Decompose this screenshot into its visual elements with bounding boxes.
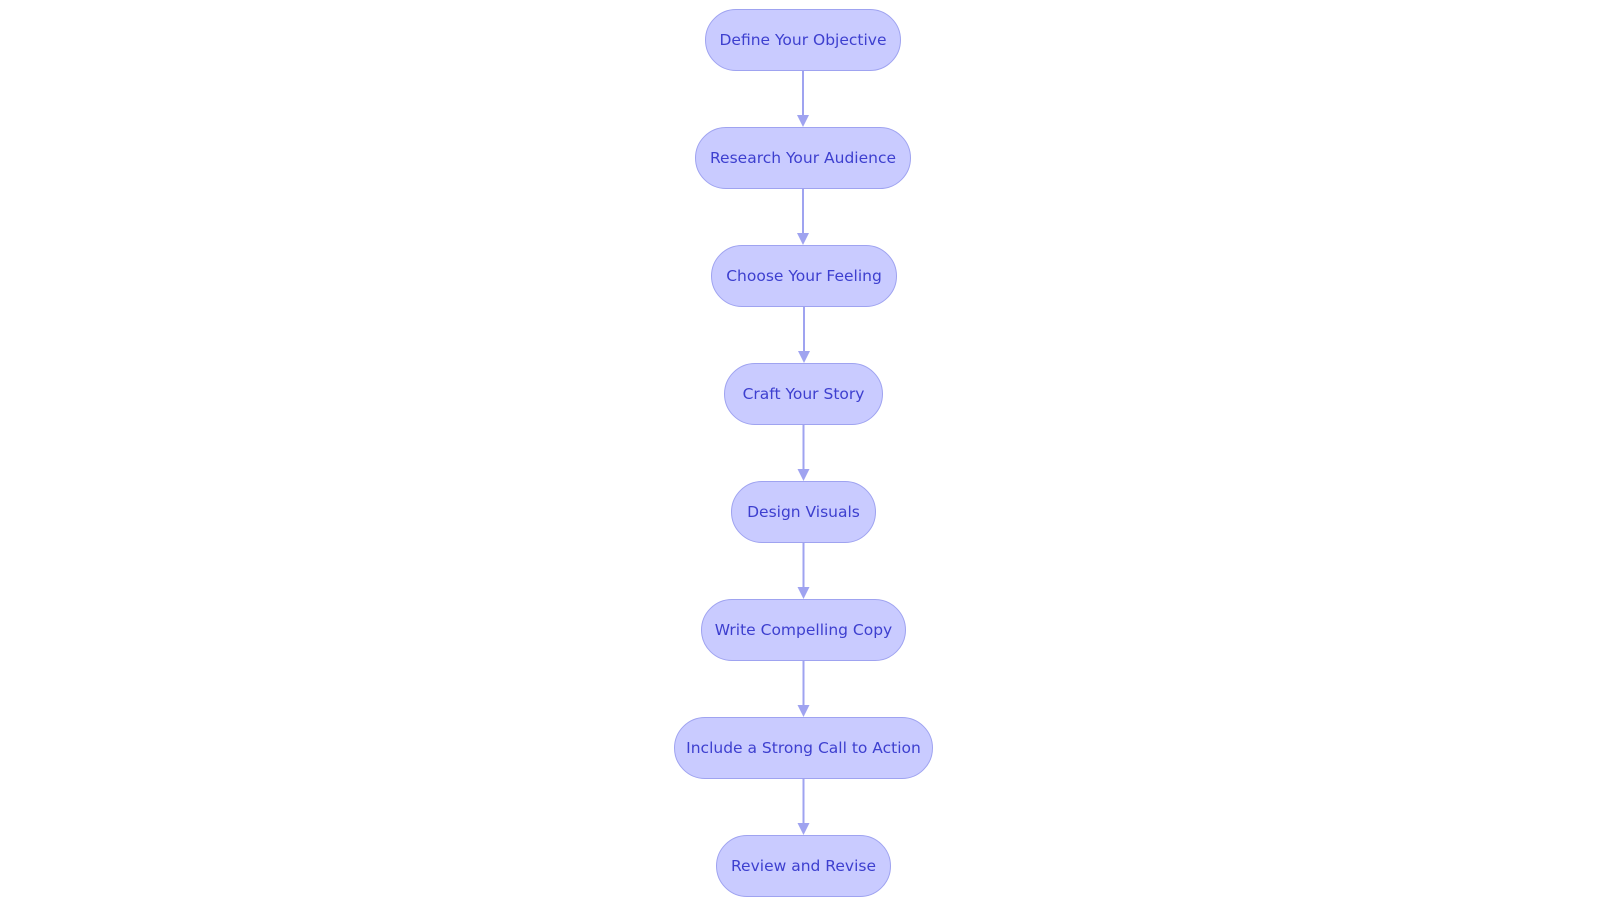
edge-arrowhead-n5-n6 xyxy=(797,705,810,717)
node-research-your-audience[interactable]: Research Your Audience xyxy=(695,127,911,189)
node-define-your-objective[interactable]: Define Your Objective xyxy=(705,9,901,71)
node-review-and-revise[interactable]: Review and Revise xyxy=(716,835,891,897)
node-write-compelling-copy[interactable]: Write Compelling Copy xyxy=(701,599,906,661)
node-craft-your-story[interactable]: Craft Your Story xyxy=(724,363,883,425)
edge-arrowhead-n2-n3 xyxy=(798,351,810,363)
edge-arrowhead-n1-n2 xyxy=(797,233,809,245)
edge-arrowhead-n3-n4 xyxy=(797,469,810,481)
node-include-call-to-action[interactable]: Include a Strong Call to Action xyxy=(674,717,933,779)
edge-arrowhead-n4-n5 xyxy=(797,587,810,599)
node-design-visuals[interactable]: Design Visuals xyxy=(731,481,876,543)
edge-arrowhead-n0-n1 xyxy=(797,115,809,127)
edge-arrowhead-n6-n7 xyxy=(797,823,810,835)
node-choose-your-feeling[interactable]: Choose Your Feeling xyxy=(711,245,897,307)
